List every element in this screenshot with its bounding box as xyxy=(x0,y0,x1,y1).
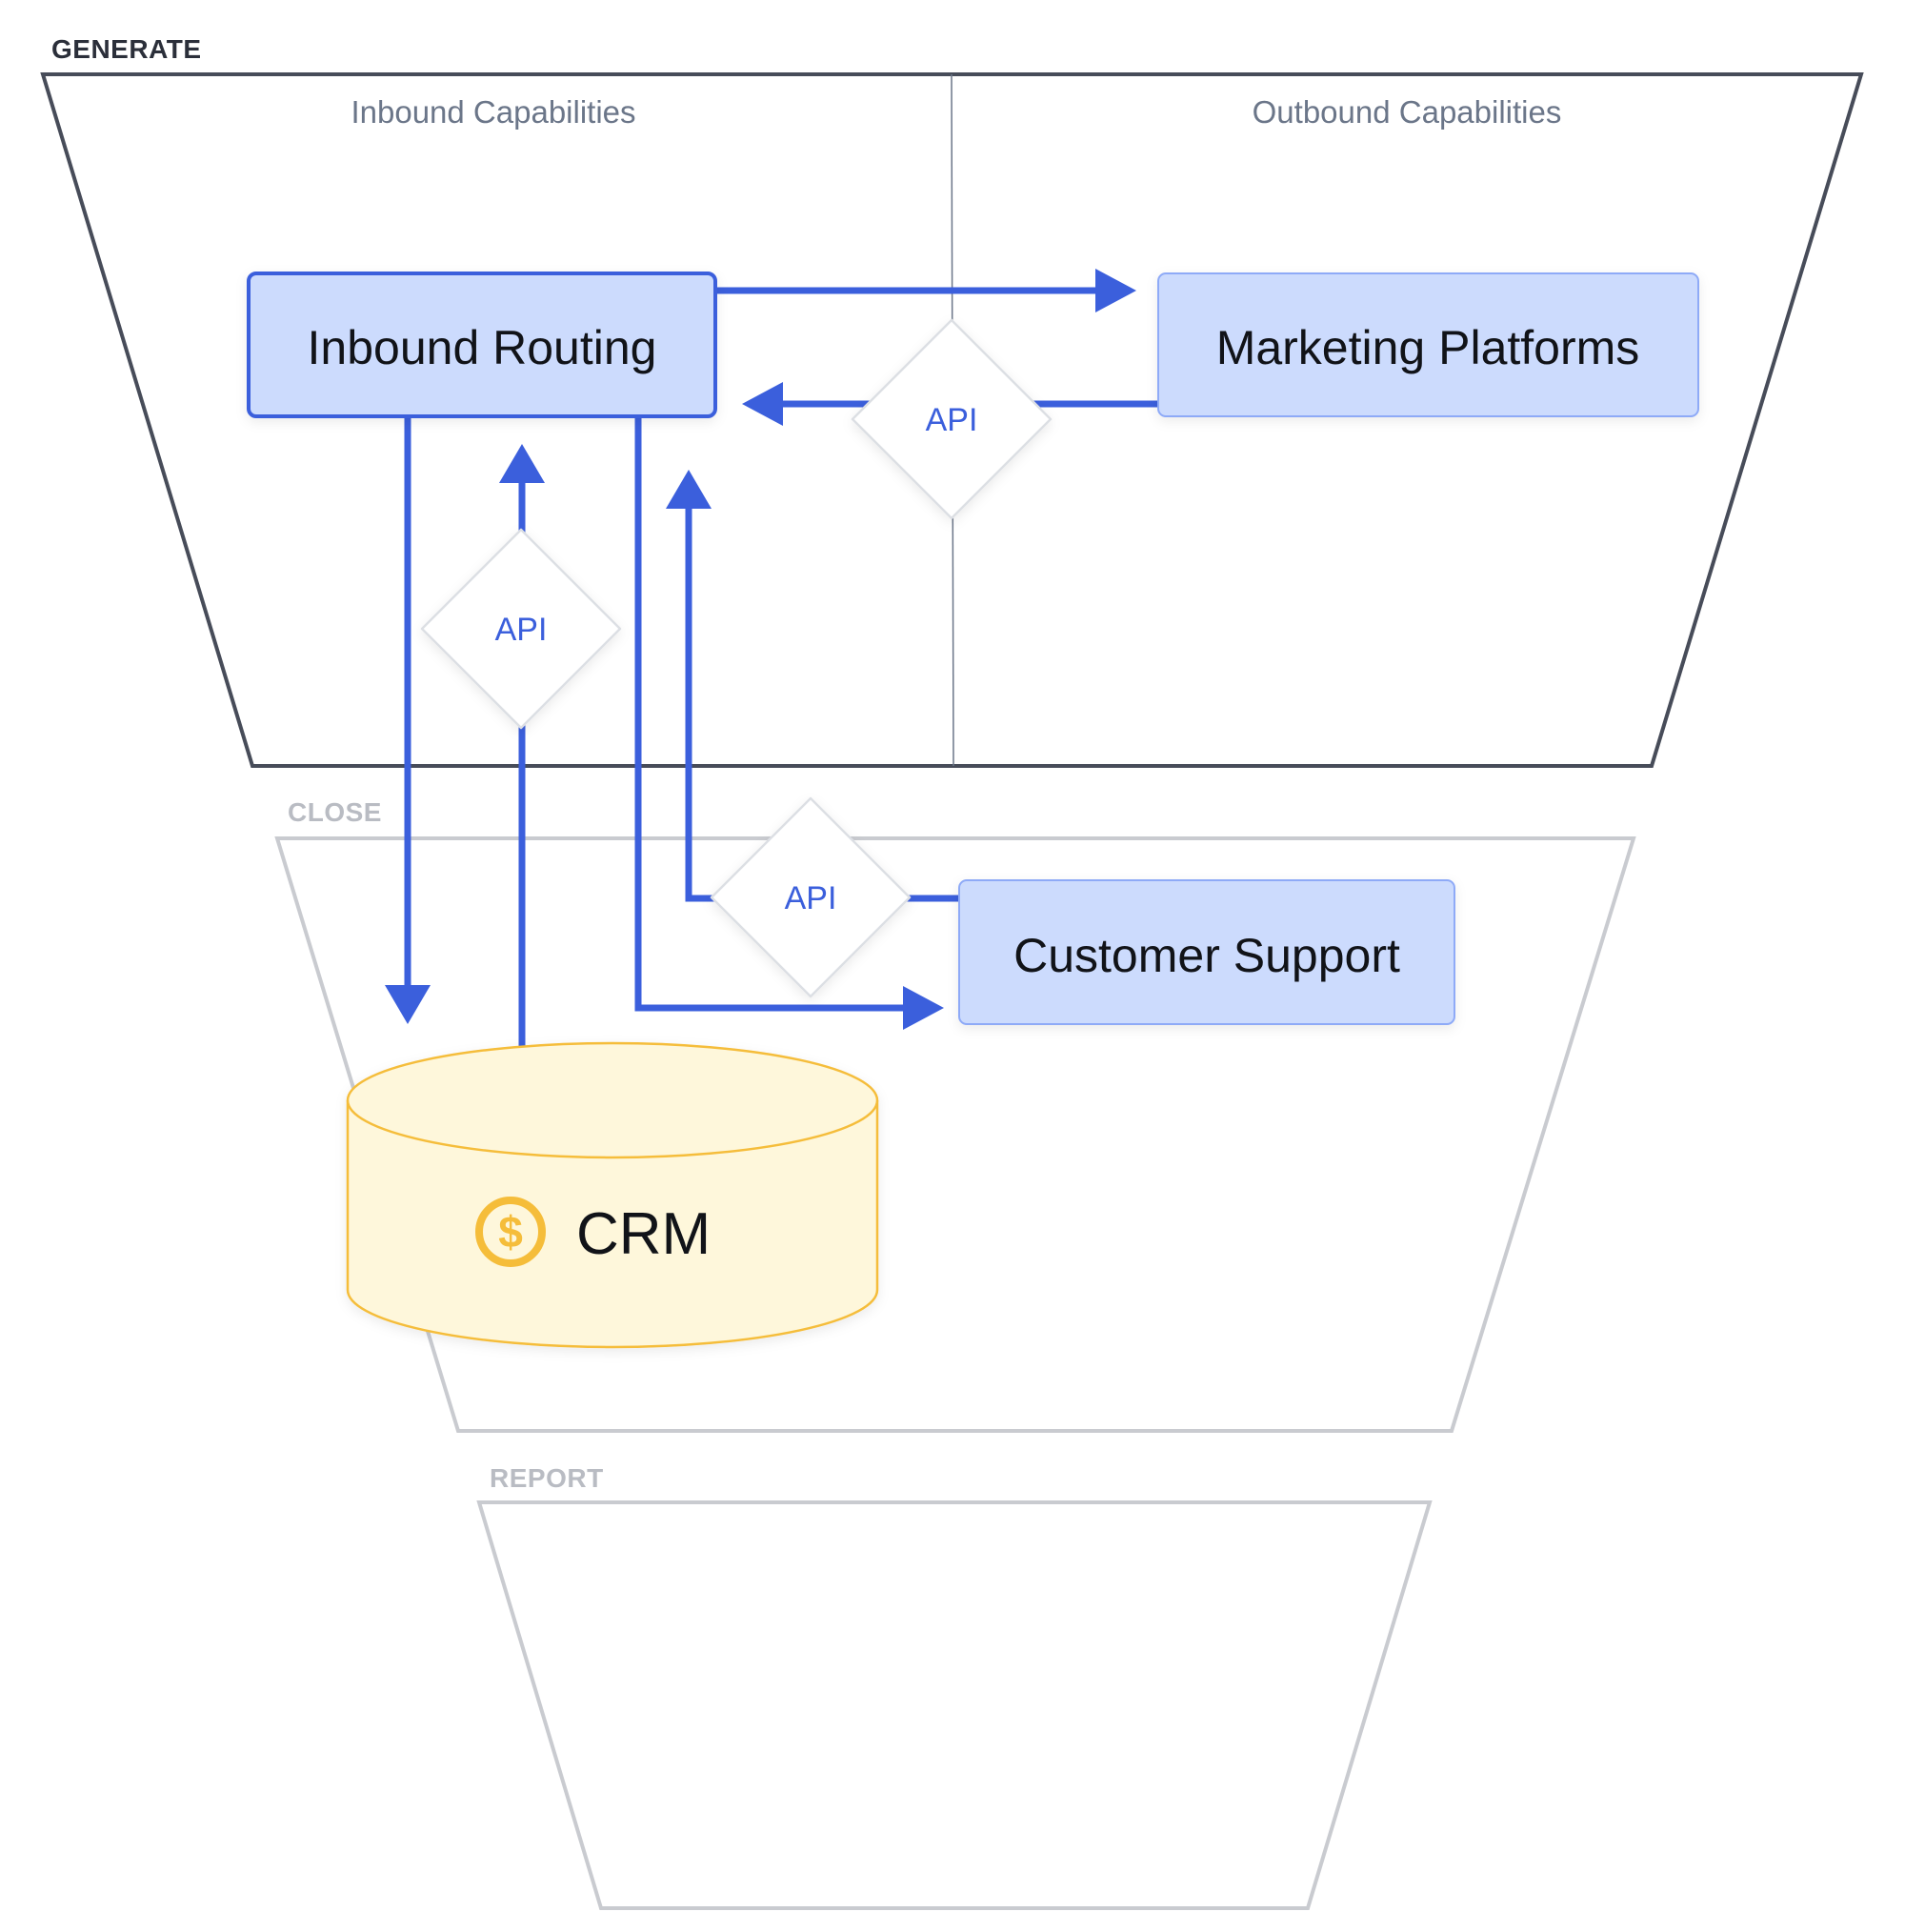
arrowhead-up-icon xyxy=(499,444,545,483)
arrow-line-inbound-to-support xyxy=(634,416,905,1012)
stage-label-report: REPORT xyxy=(490,1463,604,1493)
stage-report xyxy=(476,1500,1433,1910)
stage-label-generate: GENERATE xyxy=(51,34,202,64)
api-diamond[interactable] xyxy=(710,796,912,998)
node-marketing-platforms-label: Marketing Platforms xyxy=(1216,321,1640,374)
node-customer-support-box[interactable] xyxy=(958,879,1455,1025)
stage-label-close: CLOSE xyxy=(288,797,382,827)
node-inbound-routing-box[interactable] xyxy=(247,272,717,418)
crm-cylinder-body[interactable] xyxy=(346,1100,879,1349)
node-marketing-platforms[interactable]: Marketing Platforms xyxy=(1157,272,1699,417)
arrowhead-down-icon xyxy=(385,985,431,1024)
node-marketing-platforms-box[interactable] xyxy=(1157,272,1699,417)
node-customer-support-label: Customer Support xyxy=(1013,929,1400,982)
arrowhead-right-icon xyxy=(1095,269,1136,312)
node-crm-label: CRM xyxy=(576,1201,711,1267)
api-label: API xyxy=(926,402,978,438)
node-inbound-routing[interactable]: Inbound Routing xyxy=(247,272,717,418)
column-label-outbound: Outbound Capabilities xyxy=(1253,94,1562,130)
node-crm[interactable] xyxy=(346,1041,879,1349)
arrowhead-left-icon xyxy=(742,382,783,426)
svg-text:$: $ xyxy=(498,1207,523,1257)
api-diamond[interactable] xyxy=(420,528,622,730)
api-diamond[interactable] xyxy=(851,318,1053,520)
node-inbound-routing-label: Inbound Routing xyxy=(308,321,657,374)
api-connector-marketing[interactable]: API xyxy=(851,318,1053,520)
api-label: API xyxy=(495,612,548,648)
crm-cylinder-top[interactable] xyxy=(346,1041,879,1159)
api-connector-crm[interactable]: API xyxy=(420,528,622,730)
column-label-inbound: Inbound Capabilities xyxy=(351,94,635,130)
arrowhead-right-icon xyxy=(903,986,944,1030)
api-label: API xyxy=(785,880,837,916)
arrowheads xyxy=(385,269,1136,1030)
arrowhead-up-icon xyxy=(666,470,712,509)
dollar-coin-icon: $ xyxy=(475,1197,546,1267)
node-customer-support[interactable]: Customer Support xyxy=(958,879,1455,1025)
api-connector-support[interactable]: API xyxy=(710,796,912,998)
